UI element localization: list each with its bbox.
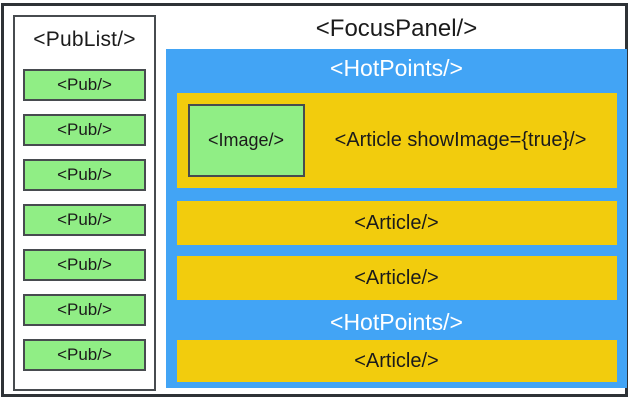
pub-item: <Pub/> (23, 204, 146, 236)
hotpoints-section-1: <HotPoints/> <Image/> <Article showImage… (166, 49, 627, 306)
hotpoints-section-2: <HotPoints/> <Article/> (166, 306, 627, 388)
hotpoints-title: <HotPoints/> (330, 309, 463, 335)
focuspanel-title: <FocusPanel/> (315, 15, 478, 42)
article-item: <Article/> (176, 201, 617, 245)
publist-title: <PubList/> (33, 28, 136, 51)
article-featured: <Image/> <Article showImage={true}/> (176, 93, 617, 188)
article-featured-label: <Article showImage={true}/> (334, 129, 587, 151)
pub-item: <Pub/> (23, 69, 146, 101)
component-diagram: <PubList/> <Pub/> <Pub/> <Pub/> <Pub/> <… (1, 3, 628, 397)
pub-item: <Pub/> (23, 294, 146, 326)
pub-item: <Pub/> (23, 159, 146, 191)
article-item: <Article/> (176, 340, 617, 382)
pub-item: <Pub/> (23, 114, 146, 146)
pub-stack: <Pub/> <Pub/> <Pub/> <Pub/> <Pub/> <Pub/… (23, 69, 146, 371)
hotpoints-title: <HotPoints/> (330, 55, 463, 81)
pub-item: <Pub/> (23, 249, 146, 281)
pub-item: <Pub/> (23, 339, 146, 371)
article-item: <Article/> (176, 256, 617, 300)
image-box: <Image/> (187, 104, 305, 177)
publist-panel: <PubList/> <Pub/> <Pub/> <Pub/> <Pub/> <… (13, 15, 156, 391)
